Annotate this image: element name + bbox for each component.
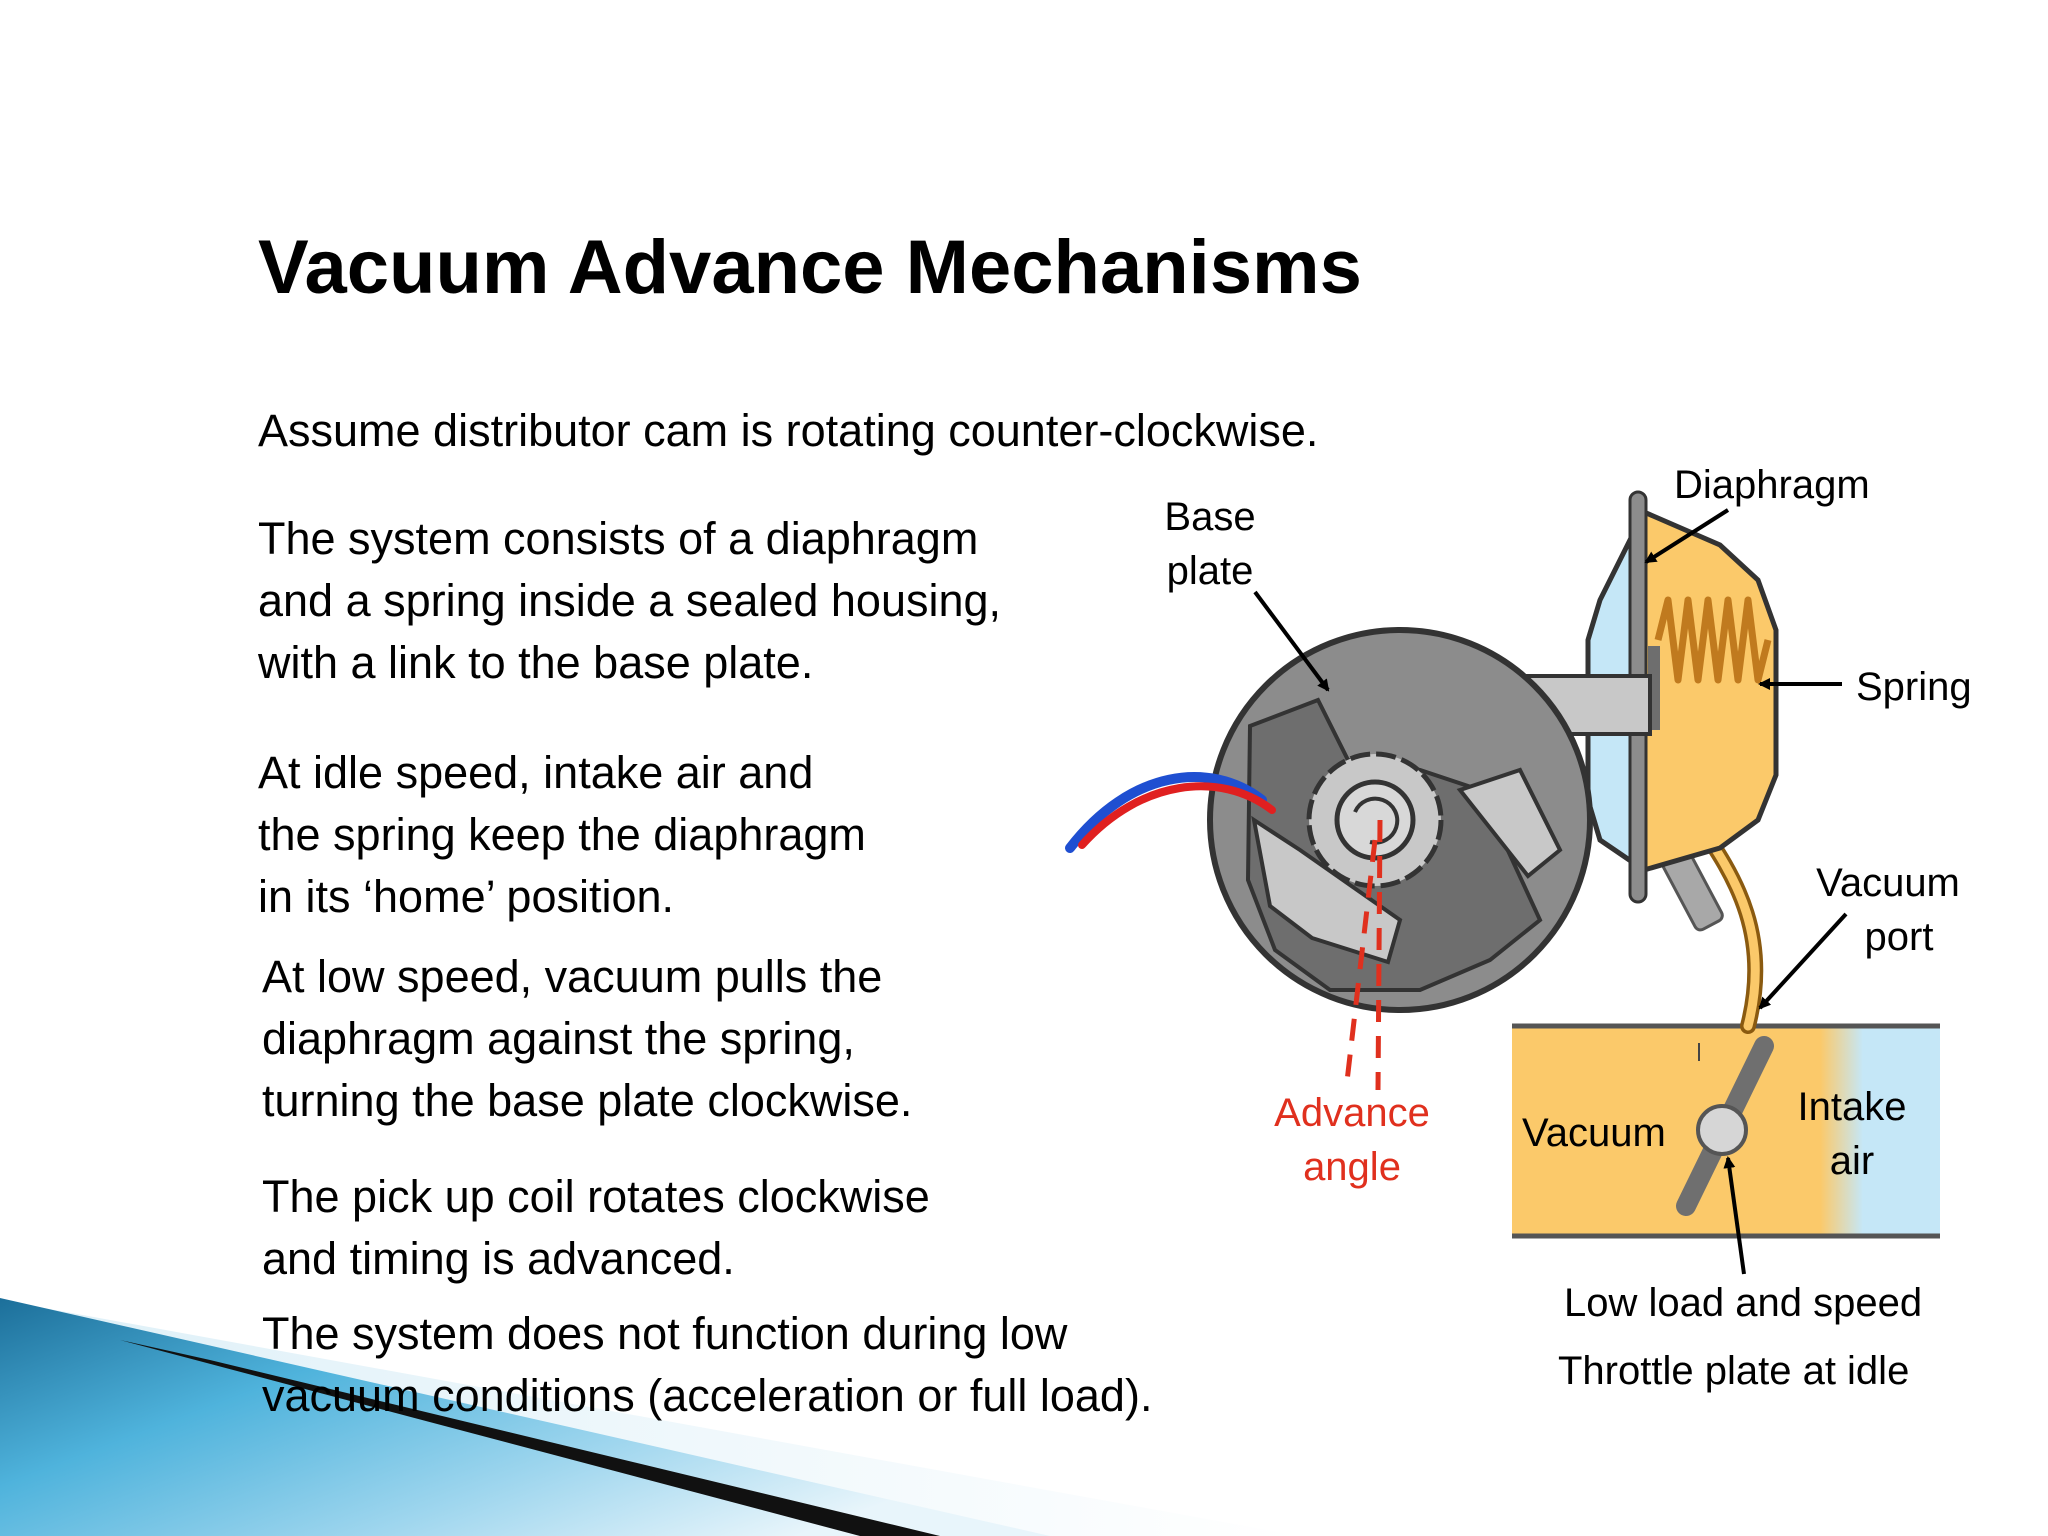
paragraph-pickup: The pick up coil rotates clockwise and t… [262, 1166, 930, 1290]
paragraph-line: with a link to the base plate. [258, 637, 814, 688]
label-line: air [1829, 1139, 1875, 1183]
paragraph-line: and timing is advanced. [262, 1233, 735, 1284]
paragraph-rotation: Assume distributor cam is rotating count… [258, 400, 1318, 462]
wire-red [1078, 782, 1276, 849]
paragraph-limitation: The system does not function during low … [262, 1303, 1152, 1427]
label-line: Vacuum [1522, 1111, 1666, 1155]
corner-blue-wedge [0, 1298, 1050, 1536]
base-plate-arrow [1253, 590, 1330, 692]
paragraph-line: At low speed, vacuum pulls the [262, 951, 883, 1002]
slide-title: Vacuum Advance Mechanisms [258, 225, 1362, 310]
advance-line-initial [1375, 819, 1383, 1091]
paragraph-line: Assume distributor cam is rotating count… [258, 405, 1319, 456]
label-line: Base [1164, 495, 1256, 539]
label-advance-angle: Advance angle [1262, 1086, 1442, 1194]
vacuum-port-arrow [1758, 912, 1848, 1010]
intake-manifold [1512, 1023, 1940, 1239]
distributor [1207, 627, 1593, 1013]
housing-vacuum-chamber [1641, 508, 1779, 874]
label-line: Throttle plate at idle [1558, 1349, 1910, 1393]
label-line: Vacuum [1816, 861, 1960, 905]
corner-black-stripe [120, 1340, 940, 1536]
label-line: Diaphragm [1674, 463, 1870, 507]
label-line: port [1864, 915, 1934, 959]
paragraph-line: At idle speed, intake air and [258, 747, 814, 798]
paragraph-line: The system does not function during low [262, 1308, 1068, 1359]
label-intake-air: Intake air [1786, 1080, 1918, 1188]
paragraph-line: in its ‘home’ position. [258, 871, 675, 922]
label-line: Spring [1856, 665, 1972, 709]
label-throttle-plate: Throttle plate at idle [1558, 1344, 1909, 1398]
label-line: angle [1303, 1145, 1401, 1189]
label-vacuum-port: Vacuum port [1798, 856, 1978, 964]
pickup-arm [1456, 767, 1563, 879]
paragraph-line: vacuum conditions (acceleration or full … [262, 1370, 1153, 1421]
label-base-plate: Base plate [1150, 490, 1270, 598]
paragraph-idle: At idle speed, intake air and the spring… [258, 742, 866, 928]
paragraph-line: turning the base plate clockwise. [262, 1075, 913, 1126]
diaphragm-arrow [1644, 508, 1730, 564]
label-line: Advance [1274, 1091, 1430, 1135]
throttle-shaft [1696, 1104, 1748, 1156]
label-diaphragm: Diaphragm [1674, 458, 1870, 512]
paragraph-line: The system consists of a diaphragm [258, 513, 979, 564]
paragraph-line: the spring keep the diaphragm [258, 809, 866, 860]
paragraph-system: The system consists of a diaphragm and a… [258, 508, 1001, 694]
label-low-load-speed: Low load and speed [1564, 1276, 1922, 1330]
spring-coil [1654, 596, 1772, 684]
paragraph-line: diaphragm against the spring, [262, 1013, 855, 1064]
paragraph-line: The pick up coil rotates clockwise [262, 1171, 930, 1222]
label-vacuum: Vacuum [1522, 1106, 1666, 1160]
label-spring: Spring [1856, 660, 1972, 714]
throttle-arrow [1723, 1156, 1746, 1275]
label-line: Low load and speed [1564, 1281, 1923, 1325]
advance-line-advanced [1343, 839, 1378, 1091]
label-line: plate [1166, 549, 1254, 593]
paragraph-line: and a spring inside a sealed housing, [258, 575, 1002, 626]
label-line: Intake [1797, 1085, 1907, 1129]
wire-blue [1065, 772, 1267, 853]
rotation-arrow-icon [1353, 796, 1400, 845]
paragraph-low-speed: At low speed, vacuum pulls the diaphragm… [262, 946, 912, 1132]
